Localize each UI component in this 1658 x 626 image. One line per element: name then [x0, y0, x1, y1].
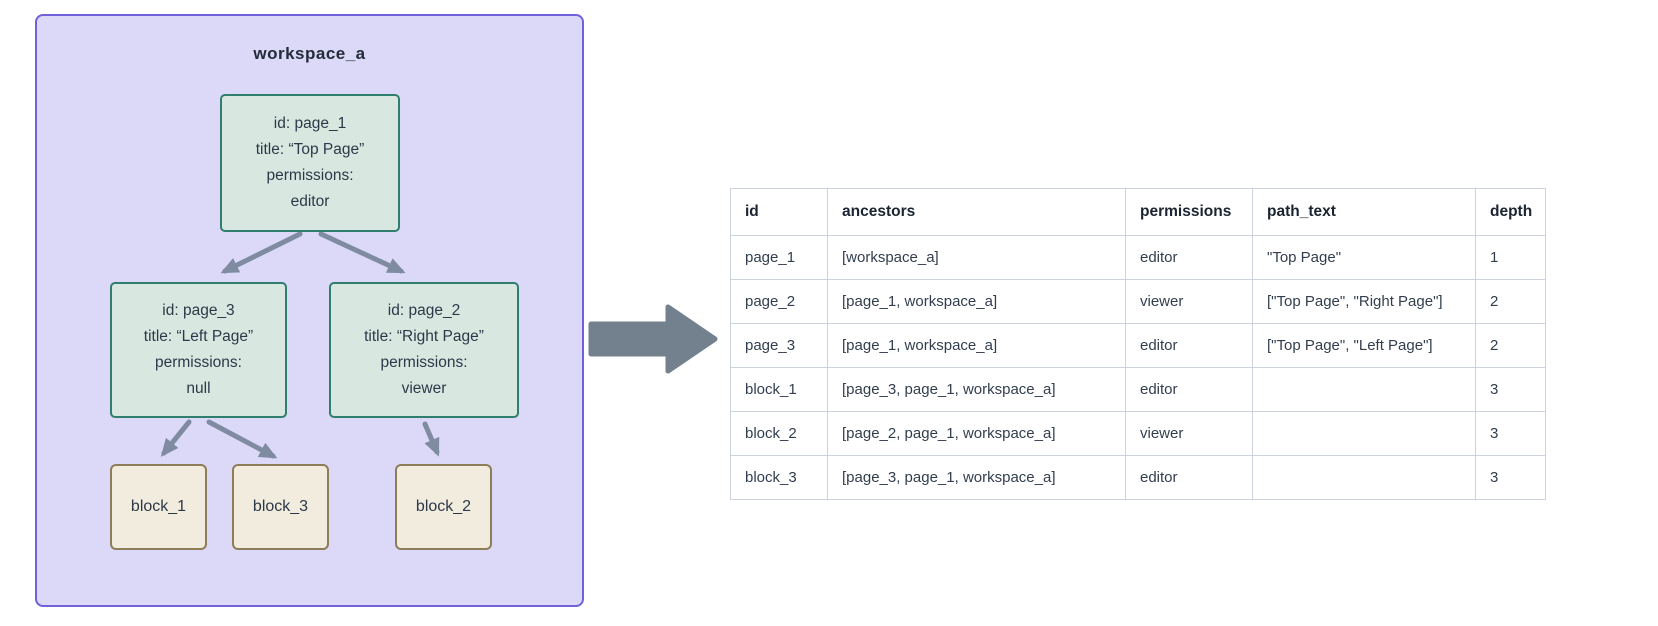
cell-depth: 3: [1475, 411, 1546, 456]
connector-arrow: [220, 231, 303, 274]
node-label: block_1: [130, 498, 187, 515]
node-block-3: block_3: [232, 464, 329, 550]
cell-id: page_1: [730, 235, 828, 280]
cell-permissions: editor: [1125, 235, 1253, 280]
table-row: page_3 [page_1, workspace_a] editor ["To…: [730, 323, 1546, 368]
node-page-3: id: page_3 title: “Left Page” permission…: [110, 282, 287, 418]
node-line: editor: [290, 193, 330, 210]
node-line: permissions:: [380, 354, 468, 371]
cell-path-text: [1252, 411, 1476, 456]
cell-id: block_3: [730, 455, 828, 500]
connector-arrow: [160, 419, 192, 457]
cell-ancestors: [workspace_a]: [827, 235, 1126, 280]
node-line: id: page_2: [387, 302, 461, 319]
cell-ancestors: [page_3, page_1, workspace_a]: [827, 455, 1126, 500]
connector-arrow: [422, 421, 440, 457]
connector-arrow: [318, 231, 406, 274]
table-row: page_2 [page_1, workspace_a] viewer ["To…: [730, 279, 1546, 324]
node-line: id: page_1: [273, 115, 347, 132]
result-table: id ancestors permissions path_text depth…: [730, 188, 1546, 500]
node-line: permissions:: [154, 354, 242, 371]
cell-permissions: viewer: [1125, 411, 1253, 456]
node-page-2: id: page_2 title: “Right Page” permissio…: [329, 282, 519, 418]
cell-permissions: editor: [1125, 323, 1253, 368]
cell-path-text: ["Top Page", "Right Page"]: [1252, 279, 1476, 324]
workspace-title: workspace_a: [253, 44, 366, 63]
table-row: block_1 [page_3, page_1, workspace_a] ed…: [730, 367, 1546, 412]
cell-permissions: editor: [1125, 367, 1253, 412]
table-row: page_1 [workspace_a] editor "Top Page" 1: [730, 235, 1546, 280]
node-label: block_2: [415, 498, 472, 515]
cell-path-text: "Top Page": [1252, 235, 1476, 280]
cell-depth: 3: [1475, 455, 1546, 500]
node-line: title: “Right Page”: [364, 328, 484, 345]
cell-permissions: viewer: [1125, 279, 1253, 324]
table-row: block_3 [page_3, page_1, workspace_a] ed…: [730, 455, 1546, 500]
node-line: id: page_3: [162, 302, 235, 319]
node-page-1: id: page_1 title: “Top Page” permissions…: [220, 94, 400, 232]
node-block-2: block_2: [395, 464, 492, 550]
cell-id: block_2: [730, 411, 828, 456]
node-label: block_3: [252, 498, 309, 515]
column-header-id: id: [730, 188, 828, 236]
node-line: title: “Left Page”: [143, 328, 254, 345]
table-header-row: id ancestors permissions path_text depth: [730, 188, 1546, 236]
column-header-path-text: path_text: [1252, 188, 1476, 236]
node-line: null: [186, 380, 211, 397]
cell-id: page_2: [730, 279, 828, 324]
cell-path-text: [1252, 367, 1476, 412]
cell-id: page_3: [730, 323, 828, 368]
cell-depth: 2: [1475, 279, 1546, 324]
cell-ancestors: [page_1, workspace_a]: [827, 279, 1126, 324]
column-header-depth: depth: [1475, 188, 1546, 236]
cell-ancestors: [page_3, page_1, workspace_a]: [827, 367, 1126, 412]
cell-ancestors: [page_2, page_1, workspace_a]: [827, 411, 1126, 456]
node-line: viewer: [401, 380, 447, 397]
cell-depth: 2: [1475, 323, 1546, 368]
right-arrow-icon: [588, 304, 718, 374]
cell-id: block_1: [730, 367, 828, 412]
column-header-permissions: permissions: [1125, 188, 1253, 236]
node-line: title: “Top Page”: [255, 141, 365, 158]
connector-arrow: [206, 419, 278, 459]
table-row: block_2 [page_2, page_1, workspace_a] vi…: [730, 411, 1546, 456]
cell-permissions: editor: [1125, 455, 1253, 500]
column-header-ancestors: ancestors: [827, 188, 1126, 236]
cell-depth: 3: [1475, 367, 1546, 412]
workspace-panel: workspace_a id: page_1 title: “Top Page”…: [35, 14, 584, 607]
node-line: permissions:: [266, 167, 354, 184]
cell-ancestors: [page_1, workspace_a]: [827, 323, 1126, 368]
node-block-1: block_1: [110, 464, 207, 550]
cell-path-text: [1252, 455, 1476, 500]
cell-path-text: ["Top Page", "Left Page"]: [1252, 323, 1476, 368]
cell-depth: 1: [1475, 235, 1546, 280]
